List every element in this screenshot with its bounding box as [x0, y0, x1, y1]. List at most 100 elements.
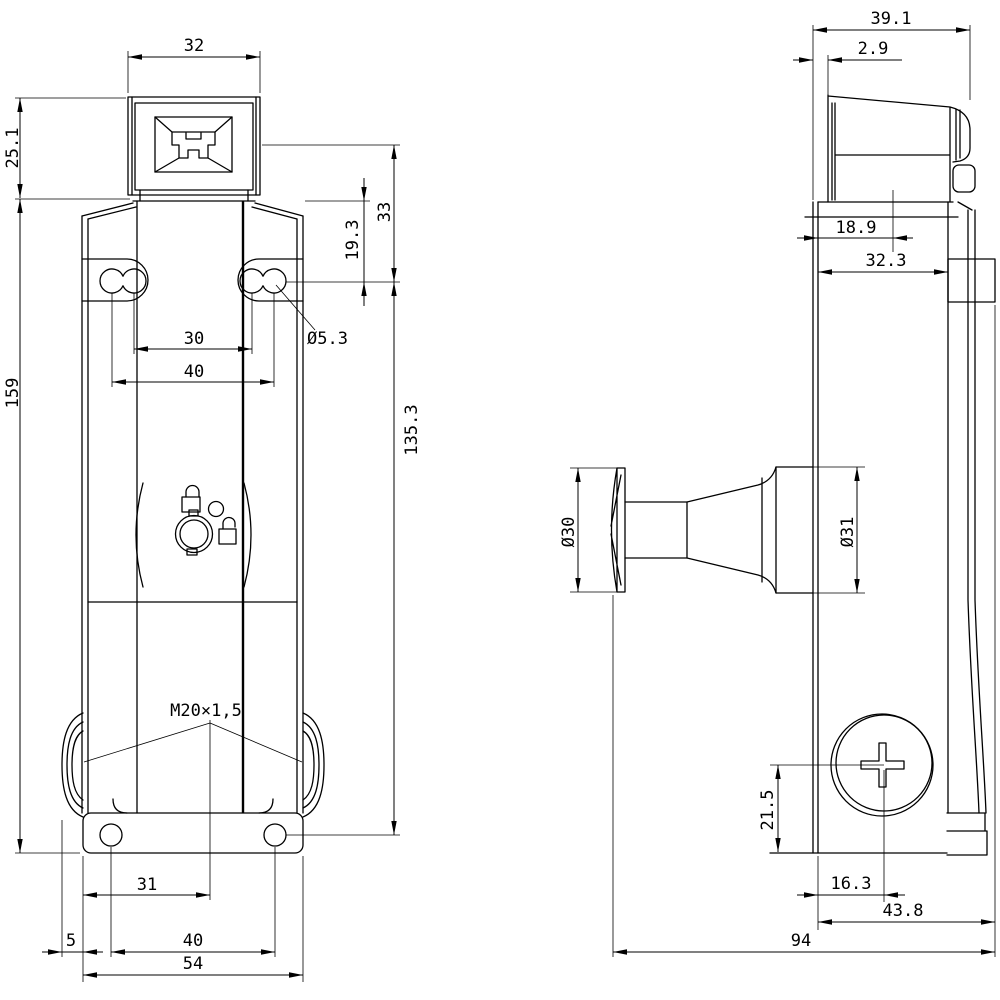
locking-emblem: [174, 484, 237, 556]
ring-tab-bottom: [186, 548, 198, 556]
extension-lines: [111, 293, 275, 387]
dim-head-width: 32: [127, 36, 261, 93]
extension-lines: [133, 293, 253, 354]
dim-head-body-depth: 32.3: [818, 230, 949, 275]
dim-label: 54: [183, 954, 203, 974]
dim-bottom-hole-offset: 31: [82, 856, 210, 902]
dim-head-height: 25.1: [3, 97, 130, 200]
leader-line: [275, 284, 316, 331]
dim-actuator-axis-to-holes: 33: [262, 144, 400, 283]
emblem-small-circle: [207, 500, 225, 518]
dim-label: 18.9: [836, 218, 877, 238]
switch-body: [61, 200, 325, 854]
dim-label: 21.5: [758, 790, 778, 831]
dim-body-height: 159: [3, 199, 80, 854]
extension-lines: [82, 856, 304, 982]
dim-label: 40: [184, 362, 204, 382]
head-frustum: [154, 116, 233, 173]
extension-lines: [15, 97, 130, 200]
dim-head-depth: 39.1: [812, 9, 971, 200]
padlock-open-shackle: [222, 516, 236, 530]
body-top-edges: [804, 201, 973, 218]
extension-lines: [262, 144, 400, 283]
padlock-closed-icon: [181, 496, 201, 513]
dim-body-top-to-holes: 19.3: [305, 178, 370, 306]
dim-cam-center-offset: 16.3: [797, 770, 905, 930]
cable-gland-boss-left: [61, 712, 84, 818]
side-view: 39.1 2.9 18.9 32.3 Ø30: [559, 9, 996, 957]
body-shoulders: [81, 200, 304, 220]
frustum-diagonals: [154, 116, 233, 173]
mounting-slot-right: [239, 268, 287, 294]
dim-label: 5: [66, 931, 76, 951]
dim-bottom-holes-spacing: 40: [110, 847, 276, 957]
dim-label: 40: [183, 931, 203, 951]
padlock-closed-shackle: [185, 484, 200, 498]
dim-label: 159: [3, 378, 23, 409]
dim-label: Ø30: [559, 517, 579, 548]
dim-label: 31: [137, 875, 157, 895]
body-side-edges: [81, 215, 304, 814]
head-outer: [127, 96, 261, 196]
dim-label: 94: [791, 931, 811, 951]
dim-label: 19.3: [343, 220, 363, 261]
head-inner: [134, 102, 254, 191]
dim-label: 33: [375, 202, 395, 222]
extension-lines: [110, 847, 276, 957]
dim-label: 25.1: [3, 128, 23, 169]
dim-label: Ø31: [838, 517, 858, 548]
dim-release-knob-diameter: Ø30: [559, 467, 625, 593]
cam-screw-slot: [860, 742, 905, 788]
knob-base: [775, 466, 814, 594]
lock-ring-inner: [179, 519, 209, 549]
head-edge-lines: [131, 96, 257, 196]
cable-gland-boss-right: [302, 712, 325, 818]
emblem-boss-arcs: [135, 482, 252, 588]
actuator-slot: [171, 131, 216, 159]
dim-body-width: 54: [82, 856, 304, 982]
front-view: 32 25.1 159 33 19.3 135.3: [3, 36, 422, 982]
dim-actuator-axis-depth: 18.9: [797, 190, 913, 252]
dim-overall-depth: 94: [612, 595, 995, 957]
side-mounting-lug: [947, 258, 996, 303]
dim-top-holes-outer-spacing: 40: [111, 293, 275, 387]
thread-label: M20×1,5: [170, 701, 242, 721]
leader-lines: [83, 720, 303, 900]
head-neck: [139, 189, 249, 202]
base-fillets: [112, 798, 274, 814]
hole-diameter-label: Ø5.3: [307, 329, 348, 349]
ring-tab-top: [188, 509, 199, 517]
dim-label: 32: [184, 36, 204, 56]
knob-stem: [624, 501, 688, 559]
mounting-plate-edge: [967, 209, 987, 814]
actuator-head: [127, 96, 261, 202]
dim-head-setback: 2.9: [793, 39, 902, 97]
side-head: [827, 94, 976, 203]
mounting-slot-left: [99, 268, 147, 294]
dim-cam-center-to-bottom: 21.5: [758, 764, 884, 852]
dim-gland-protrusion: 5: [42, 820, 103, 957]
dim-label: 16.3: [831, 874, 872, 894]
dim-label: 135.3: [402, 404, 422, 455]
dim-label: 32.3: [866, 251, 907, 271]
head-guide-block: [952, 164, 976, 193]
plate-foot: [946, 812, 988, 856]
dim-top-holes-inner-spacing: 30: [133, 293, 253, 354]
base-plate: [82, 812, 304, 854]
dim-holes-vertical-spacing: 135.3: [286, 282, 422, 836]
extension-lines: [812, 25, 971, 200]
knob-cone: [686, 466, 777, 594]
dim-knob-base-diameter: Ø31: [813, 466, 865, 594]
dim-label: 39.1: [871, 9, 912, 29]
mounting-ear-left: [81, 258, 149, 302]
dim-label: 30: [184, 329, 204, 349]
extension-lines: [817, 770, 885, 930]
base-hole-left: [99, 823, 123, 847]
body-vertical-edges: [812, 201, 949, 854]
side-head-outline: [827, 94, 971, 203]
side-body: [769, 201, 996, 856]
padlock-open-icon: [218, 528, 237, 545]
